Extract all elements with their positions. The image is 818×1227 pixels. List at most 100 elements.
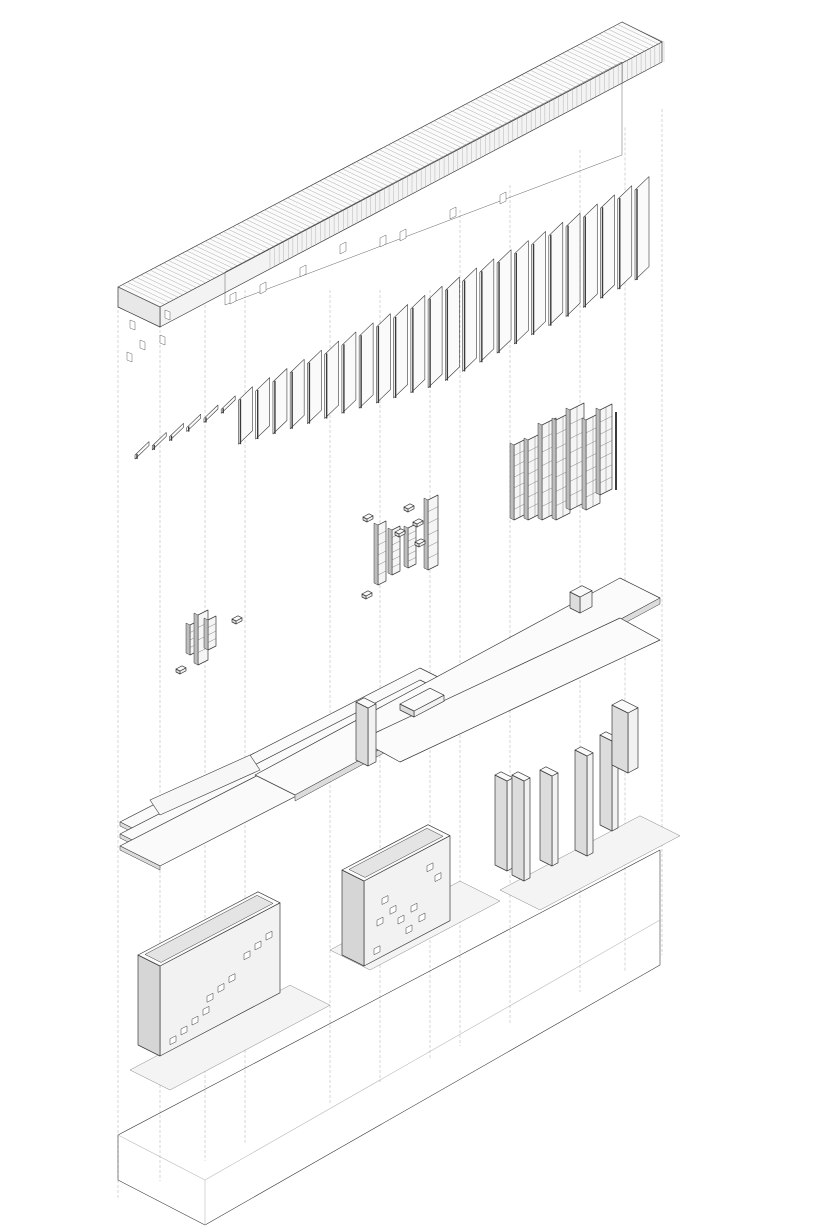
roof-slat bbox=[186, 250, 229, 272]
roof-slat bbox=[566, 50, 610, 72]
roof-slat bbox=[388, 144, 431, 166]
screen-opening bbox=[139, 339, 146, 351]
fin bbox=[634, 176, 650, 281]
screen-opening bbox=[129, 319, 136, 331]
roof-slat bbox=[406, 135, 449, 156]
floor-slabs bbox=[119, 577, 661, 871]
wall-fin-face-long bbox=[551, 772, 559, 867]
screen-opening bbox=[229, 291, 237, 305]
roof-slat bbox=[379, 149, 422, 170]
core-column-face-long bbox=[367, 703, 377, 767]
roof-slat bbox=[420, 127, 463, 149]
roof-slat bbox=[356, 161, 399, 182]
roof-slat bbox=[461, 106, 504, 127]
panel-block-face-top bbox=[361, 590, 373, 597]
roof-slat bbox=[415, 130, 458, 151]
roof-slat bbox=[204, 241, 248, 262]
core-column-face-end bbox=[355, 701, 369, 767]
slab-mid bbox=[359, 617, 661, 763]
roof-slat bbox=[127, 282, 170, 303]
wall-volume-middle-window bbox=[381, 895, 389, 905]
fin bbox=[289, 359, 305, 430]
roof-slat bbox=[516, 77, 559, 98]
plinth-outline bbox=[117, 849, 661, 1226]
panel-grid-edge bbox=[423, 497, 429, 571]
roof-slat bbox=[498, 86, 541, 108]
fin bbox=[393, 304, 408, 399]
panel-grid-edge bbox=[373, 522, 379, 586]
fin bbox=[514, 240, 529, 345]
roof-slat bbox=[241, 221, 284, 243]
roof-slat bbox=[369, 154, 413, 175]
panel-grid-transom bbox=[377, 550, 387, 556]
panel-grid-edge bbox=[193, 612, 199, 666]
roof-slat bbox=[209, 238, 252, 259]
panel-grid-transom bbox=[377, 570, 387, 576]
panel-grid-edge bbox=[565, 407, 571, 511]
roof-slat bbox=[333, 173, 376, 194]
roof-slat bbox=[282, 200, 326, 221]
fin bbox=[565, 212, 581, 317]
panel-grid-transom bbox=[207, 630, 217, 636]
panel-grid-transom bbox=[569, 417, 585, 425]
hanging-screen bbox=[224, 61, 623, 306]
slab-lower-edge bbox=[119, 845, 161, 871]
fin bbox=[238, 386, 253, 445]
roof-slat bbox=[475, 98, 518, 120]
panel-grid-transom bbox=[391, 563, 401, 568]
screen-opening bbox=[499, 191, 507, 205]
panel-block-face-top bbox=[403, 503, 415, 510]
fin bbox=[479, 258, 495, 363]
wall-fin-face-top bbox=[574, 746, 594, 757]
roof-slat bbox=[172, 257, 216, 279]
wall-volume-left-window bbox=[169, 1035, 177, 1045]
roof-slat bbox=[470, 101, 513, 122]
panel-grid-transom bbox=[207, 623, 217, 628]
panel-block-face-top bbox=[394, 528, 406, 535]
roof-slat bbox=[337, 171, 381, 192]
roof-slat bbox=[392, 142, 435, 163]
roof-slat bbox=[319, 180, 362, 202]
fin bbox=[220, 395, 236, 414]
roof-slat bbox=[502, 84, 545, 105]
fin bbox=[307, 349, 322, 424]
panel-grid-edge bbox=[551, 417, 557, 521]
wall-volume-left-face-end bbox=[137, 954, 161, 1057]
roof-slat bbox=[562, 53, 605, 74]
roof-slat bbox=[149, 269, 193, 291]
panel-grid-transom bbox=[599, 464, 613, 471]
roof-slat bbox=[342, 168, 385, 190]
roof-slat bbox=[466, 103, 509, 125]
panel-grid-transom bbox=[569, 445, 585, 454]
roof-slat bbox=[557, 55, 600, 76]
roof-slat bbox=[411, 132, 454, 153]
roof-slat bbox=[374, 151, 417, 173]
roof-slat bbox=[314, 183, 358, 204]
wall-fin-face-top bbox=[511, 771, 531, 782]
roof-slat bbox=[246, 219, 289, 240]
fin bbox=[272, 368, 288, 435]
fin bbox=[410, 295, 426, 394]
wall-volume-left-window bbox=[180, 1025, 188, 1036]
roof-slat bbox=[521, 74, 564, 96]
panel-block-face-top bbox=[362, 513, 374, 520]
fin bbox=[169, 423, 184, 442]
fin bbox=[134, 441, 150, 460]
panel-grid-edge bbox=[595, 407, 601, 496]
wall-fin-face-long bbox=[586, 752, 594, 857]
screen-opening bbox=[379, 234, 387, 248]
panel-grid-edge bbox=[523, 437, 529, 521]
roof-slat bbox=[159, 265, 202, 286]
roof-slat bbox=[447, 113, 490, 134]
panel-grid-transom bbox=[377, 560, 387, 566]
roof-slat bbox=[154, 267, 197, 288]
roof-slat bbox=[360, 159, 403, 180]
roof-slat bbox=[195, 245, 238, 267]
roof-slat bbox=[507, 82, 550, 103]
roof-slat bbox=[525, 72, 568, 93]
panel-grid-transom bbox=[427, 506, 439, 512]
panel-grid-transom bbox=[427, 553, 439, 559]
screen-opening bbox=[449, 206, 457, 220]
wall-fin-face-end bbox=[494, 774, 508, 872]
roof-slat bbox=[424, 125, 468, 146]
